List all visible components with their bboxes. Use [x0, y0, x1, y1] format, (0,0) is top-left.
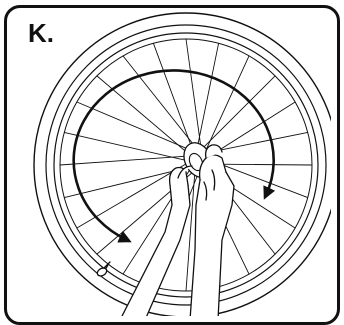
spoke: [205, 56, 249, 152]
spoke: [186, 39, 201, 149]
spoke: [64, 132, 189, 161]
spoke: [153, 43, 192, 150]
valve-icon: [96, 262, 110, 278]
spoke: [60, 156, 190, 165]
spoke: [197, 43, 218, 148]
hands-icon: [120, 145, 234, 320]
step-label: K.: [28, 20, 54, 46]
spoke: [77, 102, 192, 151]
